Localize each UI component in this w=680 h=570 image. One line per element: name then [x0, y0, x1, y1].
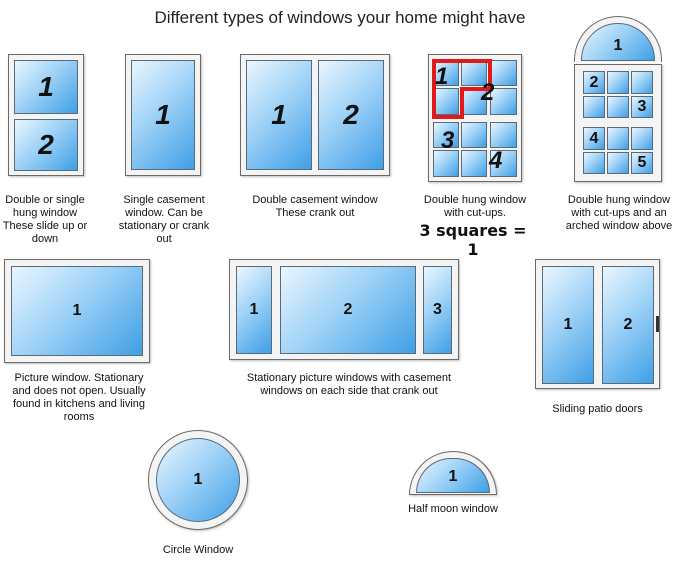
lower-sash: 2	[14, 119, 78, 171]
grid-pane	[607, 71, 629, 94]
arch-pane: 1	[581, 23, 655, 61]
grid-pane	[433, 122, 459, 148]
left-casement-pane: 1	[236, 266, 272, 354]
center-picture-pane: 2	[280, 266, 416, 354]
pane-label: 3	[441, 127, 455, 154]
single-casement-caption: Single casement window. Can be stationar…	[118, 194, 210, 245]
grid-pane	[461, 60, 487, 86]
grid-pane	[583, 152, 605, 174]
pane-label: 1	[72, 302, 82, 319]
sliding-patio-doors: 1 2	[535, 259, 660, 389]
picture-casement-combo-caption: Stationary picture windows with casement…	[246, 372, 452, 397]
arch-frame: 1	[574, 16, 662, 62]
double-casement-caption: Double casement window These crank out	[252, 194, 378, 219]
arched-double-hung-window: 1 2 3 4 5	[574, 16, 662, 184]
single-casement-window: 1	[125, 54, 201, 176]
grid-pane	[490, 88, 517, 115]
sliding-patio-doors-caption: Sliding patio doors	[552, 403, 643, 415]
pane-label: 1	[155, 99, 171, 130]
circle-window-caption: Circle Window	[162, 544, 234, 556]
double-hung-window: 1 2	[8, 54, 84, 176]
right-casement-pane: 2	[318, 60, 384, 170]
grid-pane	[583, 96, 605, 118]
arched-double-hung-caption: Double hung window with cut-ups and an a…	[565, 194, 673, 232]
pane-label: 4	[489, 147, 503, 174]
picture-casement-combo-window: 1 2 3	[229, 259, 459, 360]
picture-pane: 1	[11, 266, 143, 356]
grid-pane	[490, 150, 517, 177]
pane-label: 5	[637, 154, 647, 171]
double-hung-cutups-caption: Double hung window with cut-ups.	[423, 194, 527, 219]
grid-pane	[631, 127, 653, 150]
cutup-highlight	[432, 59, 492, 119]
grid-pane	[607, 152, 629, 174]
grid-pane: 2	[583, 71, 605, 94]
half-moon-pane: 1	[416, 458, 490, 493]
grid-pane: 5	[631, 152, 653, 174]
pane-label: 2	[343, 99, 359, 130]
grid-pane	[433, 60, 459, 86]
pane-label: 1	[435, 63, 449, 90]
pane-label: 1	[271, 99, 287, 130]
grid-pane: 4	[583, 127, 605, 150]
grid-pane	[433, 88, 459, 115]
double-casement-window: 1 2	[240, 54, 390, 176]
pane-label: 2	[38, 129, 54, 160]
circle-window: 1	[148, 430, 248, 530]
circle-pane: 1	[156, 438, 240, 522]
pane-label: 2	[589, 73, 599, 91]
upper-sash: 1	[14, 60, 78, 114]
left-casement-pane: 1	[246, 60, 312, 170]
half-moon-window-caption: Half moon window	[408, 503, 498, 515]
grid-pane	[631, 71, 653, 94]
pane-label: 1	[249, 301, 259, 318]
pane-label: 1	[563, 316, 573, 333]
pane-label: 1	[193, 471, 203, 488]
pane-label: 1	[613, 36, 623, 54]
pane-label: 2	[481, 79, 495, 106]
grid-pane	[433, 150, 459, 177]
arched-sash-frame: 2 3 4 5	[574, 64, 662, 182]
pane-label: 3	[637, 98, 647, 115]
grid-pane	[461, 122, 487, 148]
right-casement-pane: 3	[423, 266, 452, 354]
double-hung-caption: Double or single hung window These slide…	[2, 194, 88, 245]
grid-pane	[490, 122, 517, 148]
double-hung-cutups-window: 1 2 3 4	[428, 54, 522, 182]
pane-label: 1	[38, 71, 54, 102]
pane-label: 4	[589, 129, 599, 147]
grid-pane	[490, 60, 517, 86]
grid-pane	[607, 96, 629, 118]
cutup-rule-note: 3 squares = 1	[419, 221, 527, 259]
grid-pane: 3	[631, 96, 653, 118]
pane-label: 1	[448, 468, 458, 486]
picture-window: 1	[4, 259, 150, 363]
pane-label: 2	[623, 316, 633, 333]
pane-label: 3	[433, 301, 442, 318]
grid-pane	[607, 127, 629, 150]
door-handle	[656, 316, 659, 332]
left-door-pane: 1	[542, 266, 594, 384]
diagram-title: Different types of windows your home mig…	[154, 8, 526, 27]
grid-pane	[461, 150, 487, 177]
casement-pane: 1	[131, 60, 195, 170]
right-door-pane: 2	[602, 266, 654, 384]
half-moon-window: 1	[409, 451, 497, 495]
pane-label: 2	[343, 301, 353, 318]
picture-window-caption: Picture window. Stationary and does not …	[12, 372, 146, 423]
